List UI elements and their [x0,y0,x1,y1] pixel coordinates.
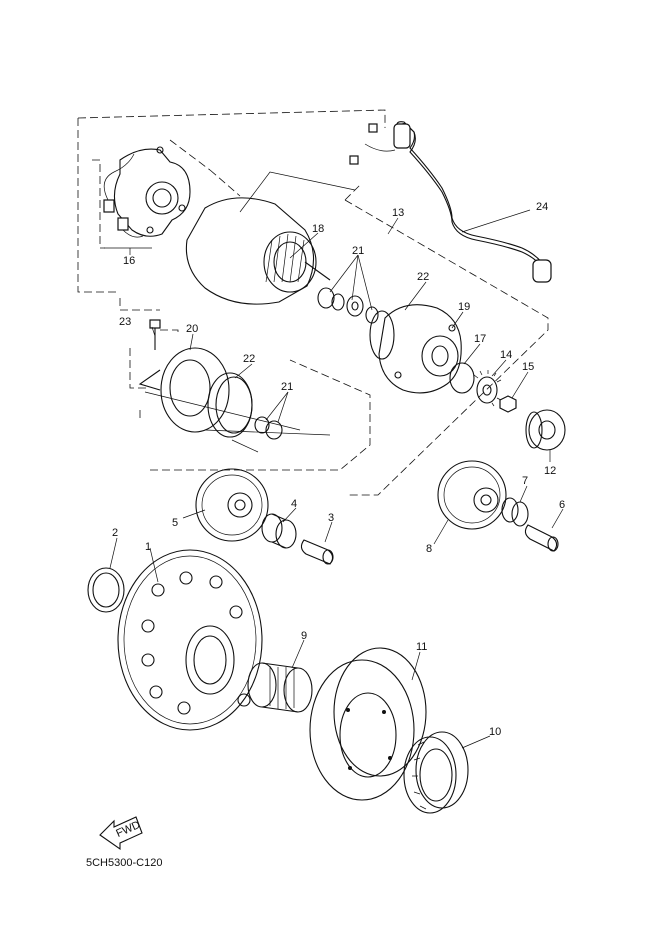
callout-23: 23 [119,316,131,328]
idler-shaft-left [300,539,334,565]
callout-4: 4 [291,498,297,510]
starter-lead-wire [349,121,552,283]
diagram-code: 5CH5300-C120 [86,857,163,869]
needle-bearing-left [261,513,297,549]
mounting-bolt [149,319,161,350]
brush-holder-assembly [92,139,241,249]
callout-labels: 16 18 21 22 19 17 14 15 12 13 24 23 20 2… [112,201,565,738]
gasket-and-washers [204,372,331,453]
starter-clutch-housing [309,647,427,801]
callout-7: 7 [522,475,528,487]
rear-boundary-top [160,329,179,335]
starter-motor-yoke [185,171,356,305]
callout-8: 8 [426,543,432,555]
callout-1: 1 [145,541,151,553]
callout-22-lower: 22 [243,353,255,365]
forward-arrow-icon: FWD [99,816,143,851]
callout-21-lower: 21 [281,381,293,393]
callout-24: 24 [536,201,548,213]
front-cover [369,304,462,394]
ball-bearing [525,409,566,451]
callout-6: 6 [559,499,565,511]
callout-9: 9 [301,630,307,642]
callout-17: 17 [474,333,486,345]
callout-21-upper: 21 [352,245,364,257]
callout-12: 12 [544,465,556,477]
idler-gear-left [195,468,269,542]
callout-11: 11 [416,641,427,653]
callout-16: 16 [123,255,135,267]
o-ring [449,362,475,394]
callout-15: 15 [522,361,534,373]
callout-19: 19 [458,301,470,313]
needle-bearing-right [501,497,529,527]
callout-2: 2 [112,527,118,539]
clutch-needle-bearing [247,662,313,713]
callout-13: 13 [392,207,404,219]
one-way-clutch [403,731,469,814]
rear-boundary [150,359,371,471]
starter-wheel-gear [117,549,263,731]
idler-shaft-right [524,524,559,552]
pinion-gear [473,370,502,407]
lock-nut [499,395,517,413]
thrust-washer [87,567,125,613]
callout-3: 3 [328,512,334,524]
starter-assembly-boundary [77,109,549,496]
idler-gear-right [437,460,507,530]
armature-washers [317,287,379,324]
callout-5: 5 [172,517,178,529]
callout-22-upper: 22 [417,271,429,283]
callout-18: 18 [312,223,324,235]
fwd-label: FWD [114,819,142,840]
callout-14: 14 [500,349,512,361]
callout-10: 10 [489,726,501,738]
callout-20: 20 [186,323,198,335]
leader-lines [109,209,564,749]
rear-cover [129,347,301,433]
